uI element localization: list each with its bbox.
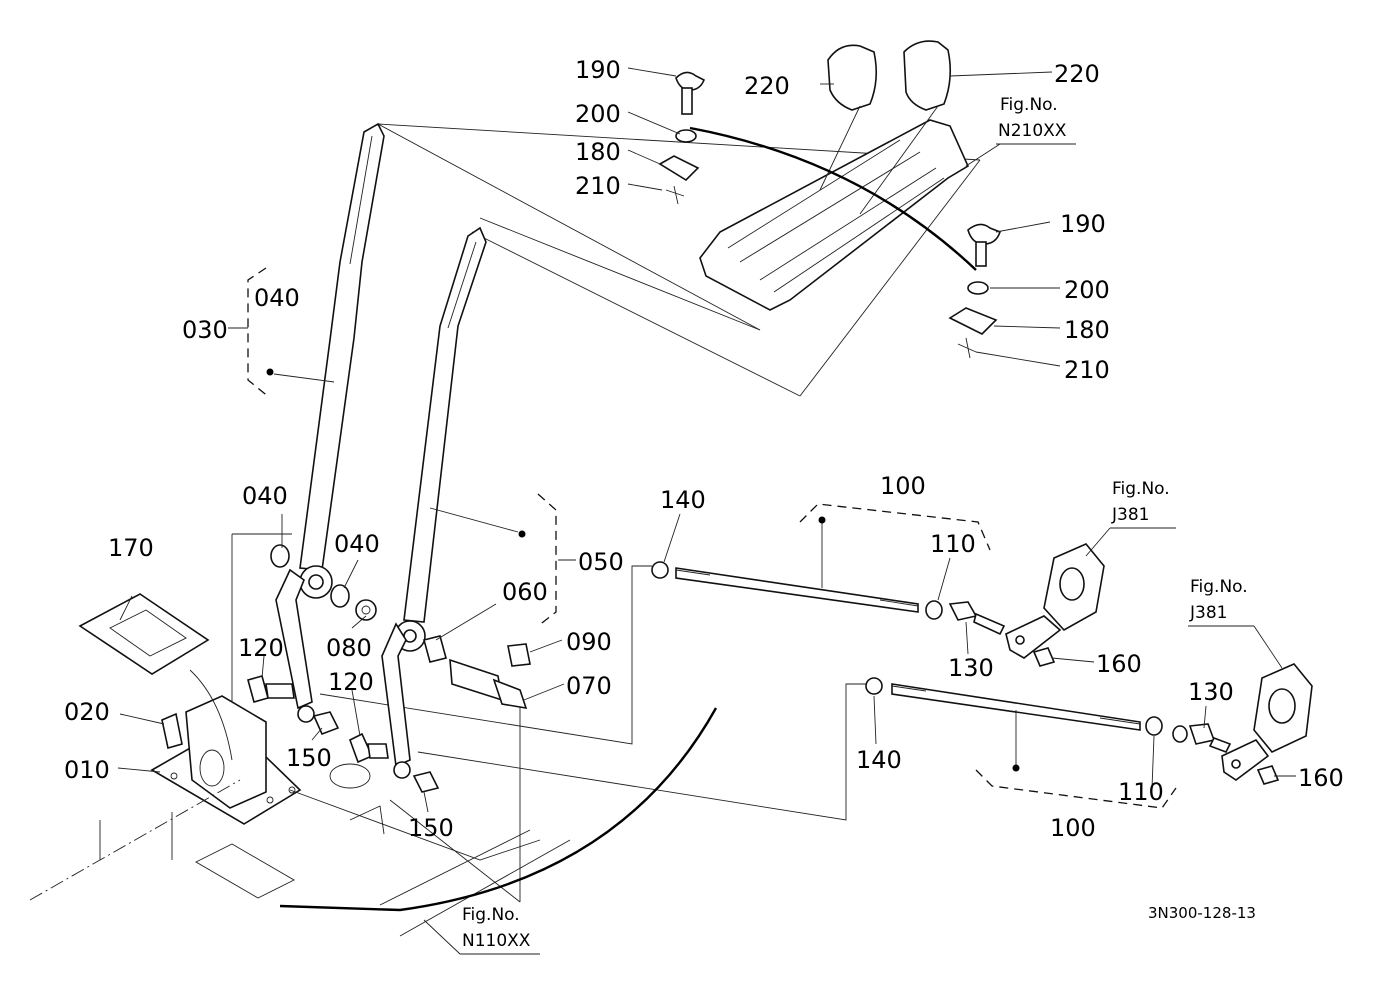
label-080: 080 — [326, 634, 372, 662]
label-140: 140 — [660, 486, 706, 514]
svg-text:Fig.No.: Fig.No. — [1000, 95, 1058, 115]
label-200: 200 — [1064, 276, 1110, 304]
drawing-code: 3N300-128-13 — [1148, 904, 1256, 922]
label-220: 220 — [744, 72, 790, 100]
label-220: 220 — [1054, 60, 1100, 88]
label-040: 040 — [334, 530, 380, 558]
label-140: 140 — [856, 746, 902, 774]
label-180: 180 — [575, 138, 621, 166]
figure-ref-n210: Fig.No. N210XX — [996, 95, 1076, 145]
label-160: 160 — [1298, 764, 1344, 792]
label-070: 070 — [566, 672, 612, 700]
bracket-j381-upper — [1005, 543, 1105, 667]
pedal-rubber-right — [903, 40, 952, 111]
svg-text:N210XX: N210XX — [998, 121, 1067, 141]
cover-170 — [78, 593, 210, 675]
label-210: 210 — [1064, 356, 1110, 384]
label-130: 130 — [948, 654, 994, 682]
label-150: 150 — [408, 814, 454, 842]
label-180: 180 — [1064, 316, 1110, 344]
figure-ref-j381-lower: Fig.No. J381 — [1188, 577, 1283, 669]
label-190: 190 — [575, 56, 621, 84]
knob-set-lower — [948, 223, 1001, 359]
hardware — [247, 544, 531, 793]
label-110: 110 — [1118, 778, 1164, 806]
label-040: 040 — [242, 482, 288, 510]
label-110: 110 — [930, 530, 976, 558]
svg-text:J381: J381 — [1189, 603, 1227, 623]
svg-text:Fig.No.: Fig.No. — [1112, 479, 1170, 499]
knob-set-upper — [658, 71, 706, 205]
figure-ref-j381-upper: Fig.No. J381 — [1085, 479, 1176, 557]
label-120: 120 — [238, 634, 284, 662]
label-100: 100 — [880, 472, 926, 500]
label-120: 120 — [328, 668, 374, 696]
label-010: 010 — [64, 756, 110, 784]
label-190: 190 — [1060, 210, 1106, 238]
svg-text:Fig.No.: Fig.No. — [1190, 577, 1248, 597]
label-030: 030 — [182, 316, 228, 344]
group-brackets — [247, 267, 1177, 809]
label-160: 160 — [1096, 650, 1142, 678]
pedal-assembly — [699, 40, 970, 311]
label-150: 150 — [286, 744, 332, 772]
part-labels: 190 200 180 210 220 220 190 200 180 210 … — [64, 56, 1344, 842]
control-cable-lower — [279, 707, 718, 912]
rod-upper — [651, 522, 1006, 636]
label-060: 060 — [502, 578, 548, 606]
figure-ref-n110: Fig.No. N110XX — [423, 905, 540, 955]
label-210: 210 — [575, 172, 621, 200]
rod-lower — [865, 677, 1232, 768]
svg-text:Fig.No.: Fig.No. — [462, 905, 520, 925]
outline-lines — [231, 123, 981, 903]
label-leaders — [117, 67, 1296, 813]
label-020: 020 — [64, 698, 110, 726]
label-170: 170 — [108, 534, 154, 562]
lever-left — [275, 122, 385, 723]
pedal-rubber-left — [827, 44, 878, 111]
label-200: 200 — [575, 100, 621, 128]
label-100: 100 — [1050, 814, 1096, 842]
label-050: 050 — [578, 548, 624, 576]
label-090: 090 — [566, 628, 612, 656]
control-cable-upper — [689, 126, 977, 271]
leader-170 — [189, 669, 233, 761]
bracket-j381-lower — [1221, 663, 1313, 785]
lever-right — [381, 226, 487, 779]
label-130: 130 — [1188, 678, 1234, 706]
svg-text:N110XX: N110XX — [462, 931, 531, 951]
base-assembly — [29, 593, 571, 937]
svg-text:J381: J381 — [1111, 505, 1149, 525]
label-040: 040 — [254, 284, 300, 312]
